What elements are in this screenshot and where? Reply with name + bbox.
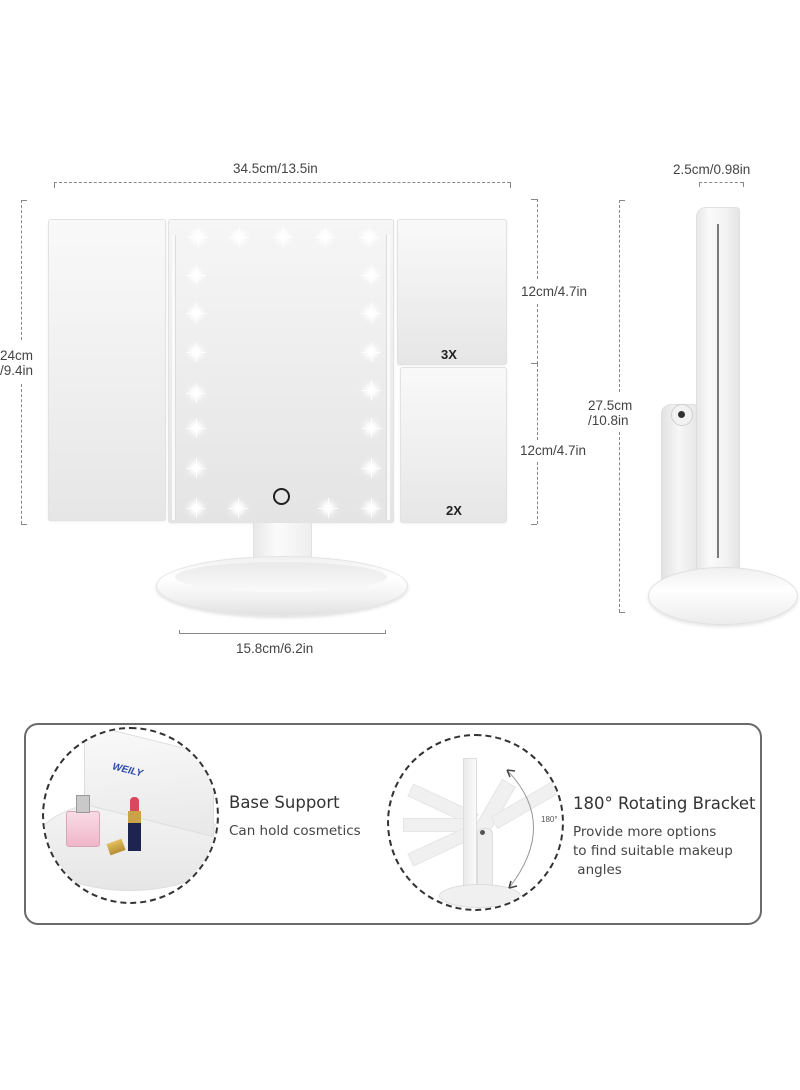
panel-height-label-in: /9.4in	[0, 363, 34, 378]
rotation-angle-label: 180°	[541, 815, 558, 824]
total-height-line-bottom	[619, 432, 620, 612]
led-light	[228, 498, 248, 518]
side-mirror-groove	[717, 224, 719, 558]
dimension-tick	[619, 612, 625, 613]
led-light	[361, 418, 381, 438]
upper-panel-height-line	[537, 199, 538, 279]
rotation-base	[439, 884, 521, 908]
side-base	[648, 567, 798, 625]
led-light	[361, 498, 381, 518]
led-light	[186, 383, 206, 403]
rotating-bracket-image: 180°	[387, 734, 564, 911]
led-light	[359, 227, 379, 247]
rotation-arc-arrow-icon	[506, 769, 534, 889]
perfume-cap-icon	[76, 795, 90, 813]
dimension-tick	[54, 182, 55, 188]
dimension-tick	[619, 200, 625, 201]
led-light	[315, 227, 335, 247]
upper-panel-height-label: 12cm/4.7in	[521, 284, 588, 299]
perfume-bottle-icon	[66, 811, 100, 847]
led-light	[186, 303, 206, 323]
panel-height-line-top	[21, 200, 22, 340]
magnification-3x-label: 3X	[441, 347, 457, 362]
led-light	[188, 227, 208, 247]
lower-panel-height-label: 12cm/4.7in	[520, 443, 587, 458]
base-support-image: WEILY	[42, 727, 219, 904]
panel-height-label-cm: 24cm	[0, 348, 34, 363]
total-width-line	[54, 182, 510, 183]
led-light	[361, 303, 381, 323]
dimension-tick	[21, 200, 27, 201]
led-light	[186, 342, 206, 362]
led-light	[361, 265, 381, 285]
center-mirror-panel	[168, 219, 394, 523]
dimension-tick	[699, 182, 700, 187]
touch-power-button[interactable]	[273, 488, 290, 505]
mirror-base-inner	[175, 562, 387, 592]
hinge-screw-icon	[480, 830, 485, 835]
magnification-2x-label: 2X	[446, 503, 462, 518]
feature-title-base-support: Base Support	[229, 793, 340, 812]
rotation-mirror-upright	[463, 758, 477, 890]
upper-panel-height-line	[537, 304, 538, 364]
led-light	[361, 380, 381, 400]
lipstick-body-icon	[128, 811, 141, 851]
feature-desc-rotating-bracket: Provide more options to find suitable ma…	[573, 824, 733, 878]
center-panel-frame-right	[386, 235, 390, 520]
total-width-label: 34.5cm/13.5in	[233, 161, 318, 176]
dimension-tick	[510, 182, 511, 188]
base-width-label: 15.8cm/6.2in	[236, 641, 314, 656]
rotation-bracket	[477, 828, 493, 890]
led-light	[186, 418, 206, 438]
total-height-label-in: /10.8in	[588, 413, 629, 428]
center-panel-frame-left	[172, 235, 176, 520]
feature-desc-base-support: Can hold cosmetics	[229, 823, 361, 839]
led-light	[273, 227, 293, 247]
right-lower-mirror-2x	[400, 367, 507, 523]
depth-line	[699, 182, 743, 183]
side-bracket-arm	[661, 404, 697, 582]
led-light	[186, 498, 206, 518]
left-mirror-panel	[48, 219, 166, 521]
dimension-tick	[531, 524, 537, 525]
right-upper-mirror-3x	[397, 219, 507, 365]
led-light	[186, 458, 206, 478]
dimension-tick	[179, 630, 180, 634]
total-height-line-top	[619, 200, 620, 392]
dimension-tick	[21, 524, 27, 525]
total-height-label-cm: 27.5cm	[588, 398, 633, 413]
led-light	[318, 498, 338, 518]
dimension-tick	[531, 199, 537, 200]
feature-title-rotating-bracket: 180° Rotating Bracket	[573, 794, 756, 813]
led-light	[229, 227, 249, 247]
lower-panel-height-line	[537, 462, 538, 524]
led-light	[186, 265, 206, 285]
dimension-tick	[385, 630, 386, 634]
led-light	[361, 458, 381, 478]
lipstick-icon	[130, 797, 139, 811]
depth-label: 2.5cm/0.98in	[673, 162, 751, 177]
dimension-tick	[743, 182, 744, 187]
lower-panel-height-line	[537, 364, 538, 440]
led-light	[361, 342, 381, 362]
hinge-screw-icon	[678, 411, 685, 418]
panel-height-line-bottom	[21, 384, 22, 524]
dimension-tick	[531, 363, 537, 364]
base-width-line	[179, 633, 385, 634]
